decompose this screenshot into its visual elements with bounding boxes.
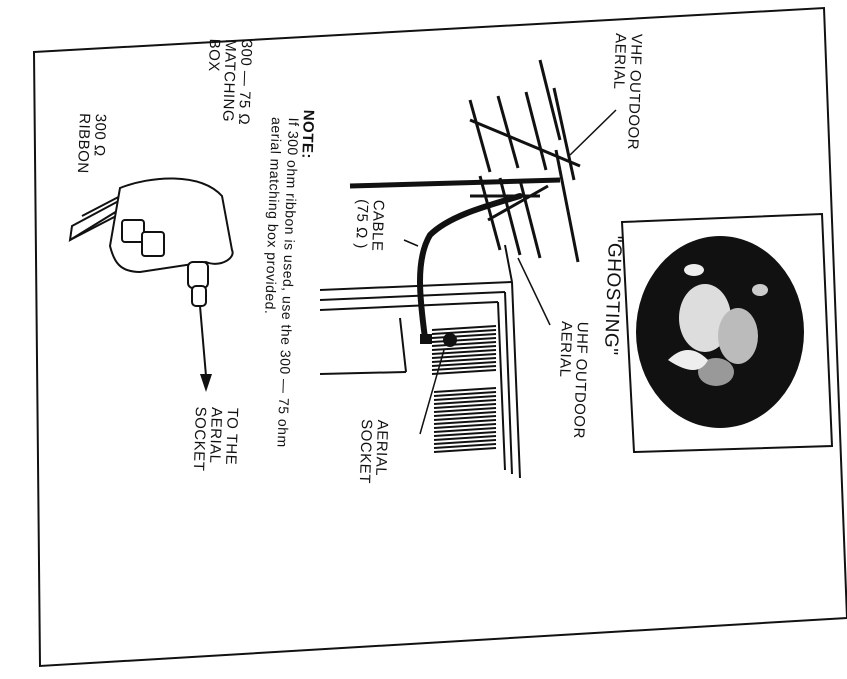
label-to-aerial-socket: TO THE AERIAL SOCKET bbox=[190, 406, 241, 472]
label-ghosting: "GHOSTING" bbox=[599, 235, 625, 356]
ghosting-screen bbox=[620, 212, 834, 454]
label-cable: CABLE (75 Ω ) bbox=[352, 198, 387, 252]
antenna-assembly bbox=[349, 59, 581, 263]
leader-lines bbox=[403, 109, 617, 435]
page-border bbox=[32, 6, 847, 668]
to-socket-arrow bbox=[199, 305, 207, 377]
label-aerial-socket: AERIAL SOCKET bbox=[356, 418, 391, 485]
coax-cable bbox=[417, 193, 523, 341]
cable-plug bbox=[420, 334, 432, 344]
aerial-socket bbox=[443, 333, 457, 347]
matching-box bbox=[68, 177, 234, 307]
label-matching-box: 300 — 75 Ω MATCHING BOX bbox=[205, 38, 255, 126]
tv-set bbox=[319, 244, 521, 479]
label-uhf-outdoor-aerial: UHF OUTDOOR AERIAL bbox=[556, 320, 591, 440]
tv-grille bbox=[431, 325, 497, 453]
label-vhf-outdoor-aerial: VHF OUTDOOR AERIAL bbox=[610, 32, 645, 151]
label-ribbon: 300 Ω RIBBON bbox=[74, 112, 109, 174]
